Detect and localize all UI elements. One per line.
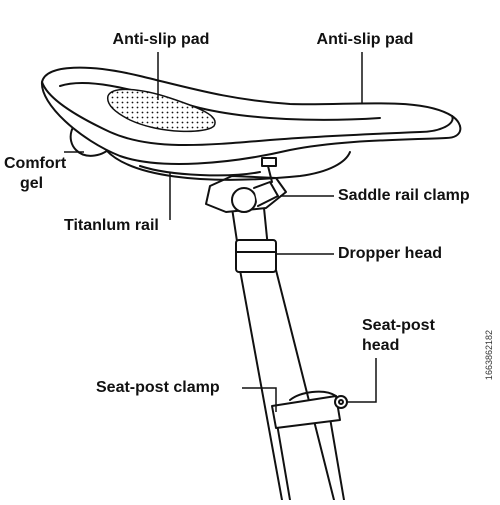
- label-comfort-gel-line1: Comfort: [4, 155, 67, 172]
- label-dropper-head: Dropper head: [338, 245, 443, 262]
- anti-slip-pad: [106, 88, 216, 133]
- seat-post-tube: [239, 269, 335, 501]
- leader-seat-post-clamp: [242, 387, 277, 412]
- label-anti-slip-pad-left: Anti-slip pad: [112, 31, 210, 48]
- dropper-head-collar: [235, 239, 277, 273]
- label-titanium-rail: Titanlum rail: [64, 217, 159, 234]
- label-comfort-gel-line2: gel: [20, 175, 44, 192]
- titanium-rail: [105, 149, 351, 181]
- label-seat-post-head-line2: head: [362, 337, 400, 354]
- label-seat-post-clamp: Seat-post clamp: [96, 379, 220, 396]
- stock-id-watermark: 1663862182: [484, 330, 494, 381]
- seat-post-clamp: [271, 390, 348, 429]
- saddle-rail-clamp: [205, 157, 287, 213]
- label-saddle-rail-clamp: Saddle rail clamp: [338, 187, 470, 204]
- leader-seat-post-head: [347, 358, 377, 403]
- seat-tube-collar: [275, 417, 345, 501]
- label-anti-slip-pad-right: Anti-slip pad: [316, 31, 414, 48]
- label-seat-post-head-line1: Seat-post: [362, 317, 435, 334]
